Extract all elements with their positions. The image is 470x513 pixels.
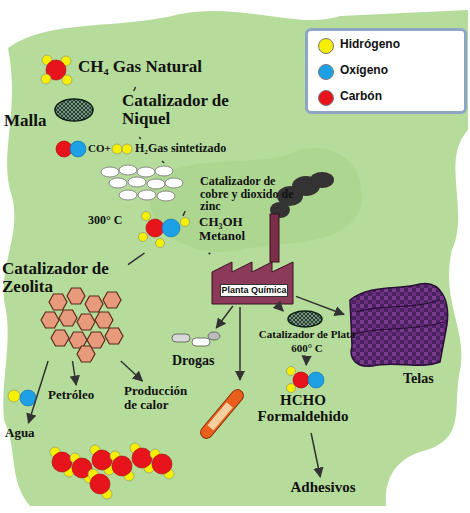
flow-connector xyxy=(121,361,143,381)
adhesives-node: Adhesivos xyxy=(276,478,370,502)
legend-label: Hidrógeno xyxy=(340,37,400,51)
flow-connector xyxy=(128,253,145,265)
node-label: CO+ xyxy=(88,143,120,155)
flow-connector xyxy=(139,137,140,139)
node-label: 600° C xyxy=(254,343,360,355)
zeolite-catalyst-node: Catalizador de Zeolita xyxy=(2,258,127,360)
legend-entry: Carbón xyxy=(318,87,464,109)
drugs-node: Drogas xyxy=(168,329,230,373)
legend-label: Carbón xyxy=(340,89,382,103)
node-label: Catalizador de Niquel xyxy=(122,92,240,128)
petroleum-node: Petróleo xyxy=(46,386,110,408)
node-label: Malla xyxy=(4,112,56,130)
flow-connector xyxy=(311,433,320,477)
flow-connector xyxy=(296,296,344,314)
node-label: CH₄ Gas Natural xyxy=(78,58,248,76)
node-label: 300° C xyxy=(88,214,138,227)
node-label: Catalizador de cobre y dioxido de zinc xyxy=(200,175,295,213)
legend-box: HidrógenoOxígenoCarbón xyxy=(305,28,467,114)
fabrics-node: Telas xyxy=(345,280,457,392)
flow-connector xyxy=(183,211,185,216)
node-label: Adhesivos xyxy=(278,480,368,496)
node-label: Catalizador de Zeolita xyxy=(2,260,114,296)
flow-connector xyxy=(134,87,136,91)
legend-entry: Oxígeno xyxy=(318,61,464,83)
chemical-plant: Planta Química xyxy=(210,255,295,305)
flow-connector xyxy=(209,253,211,254)
formaldehyde-node: HCHO Formaldehido xyxy=(250,366,358,432)
silver-catalyst-node: Catalizador de Plata 600° C xyxy=(254,312,362,360)
flow-connector xyxy=(305,361,307,365)
methane-node: CH₄ Gas Natural xyxy=(38,52,250,86)
node-label: Petróleo xyxy=(48,388,108,402)
node-label: Producción de calor xyxy=(124,384,202,411)
node-label: Catalizador de Plata xyxy=(254,329,360,341)
node-label: HCHO Formaldehido xyxy=(250,393,356,425)
node-label: Telas xyxy=(403,372,453,387)
flow-connector xyxy=(278,306,283,311)
copper-catalyst-node: Catalizador de cobre y dioxido de zinc xyxy=(96,164,297,215)
flow-connector xyxy=(216,306,233,328)
node-label: H₂Gas sintetizado xyxy=(135,142,247,155)
legend-swatch xyxy=(318,64,334,80)
methanol-node: 300° C CH₃OH Metanol xyxy=(86,212,263,252)
flow-connector xyxy=(162,161,164,163)
node-label: Planta Química xyxy=(220,284,288,297)
legend-label: Oxígeno xyxy=(340,63,388,77)
node-label: CH₃OH Metanol xyxy=(199,215,261,242)
flow-connector xyxy=(29,361,49,423)
legend-swatch xyxy=(318,38,334,54)
syngas-node: CO+ H₂Gas sintetizado xyxy=(48,140,249,160)
nickel-catalyst-node: Malla Catalizador de Niquel xyxy=(2,92,244,136)
node-label: Drogas xyxy=(172,354,228,369)
legend-swatch xyxy=(318,90,334,106)
node-label: Agua xyxy=(5,426,45,440)
legend-entry: Hidrógeno xyxy=(318,35,464,57)
heat-node: Producción de calor xyxy=(122,382,204,418)
water-node: Agua xyxy=(3,424,47,444)
flow-connector xyxy=(73,361,77,385)
